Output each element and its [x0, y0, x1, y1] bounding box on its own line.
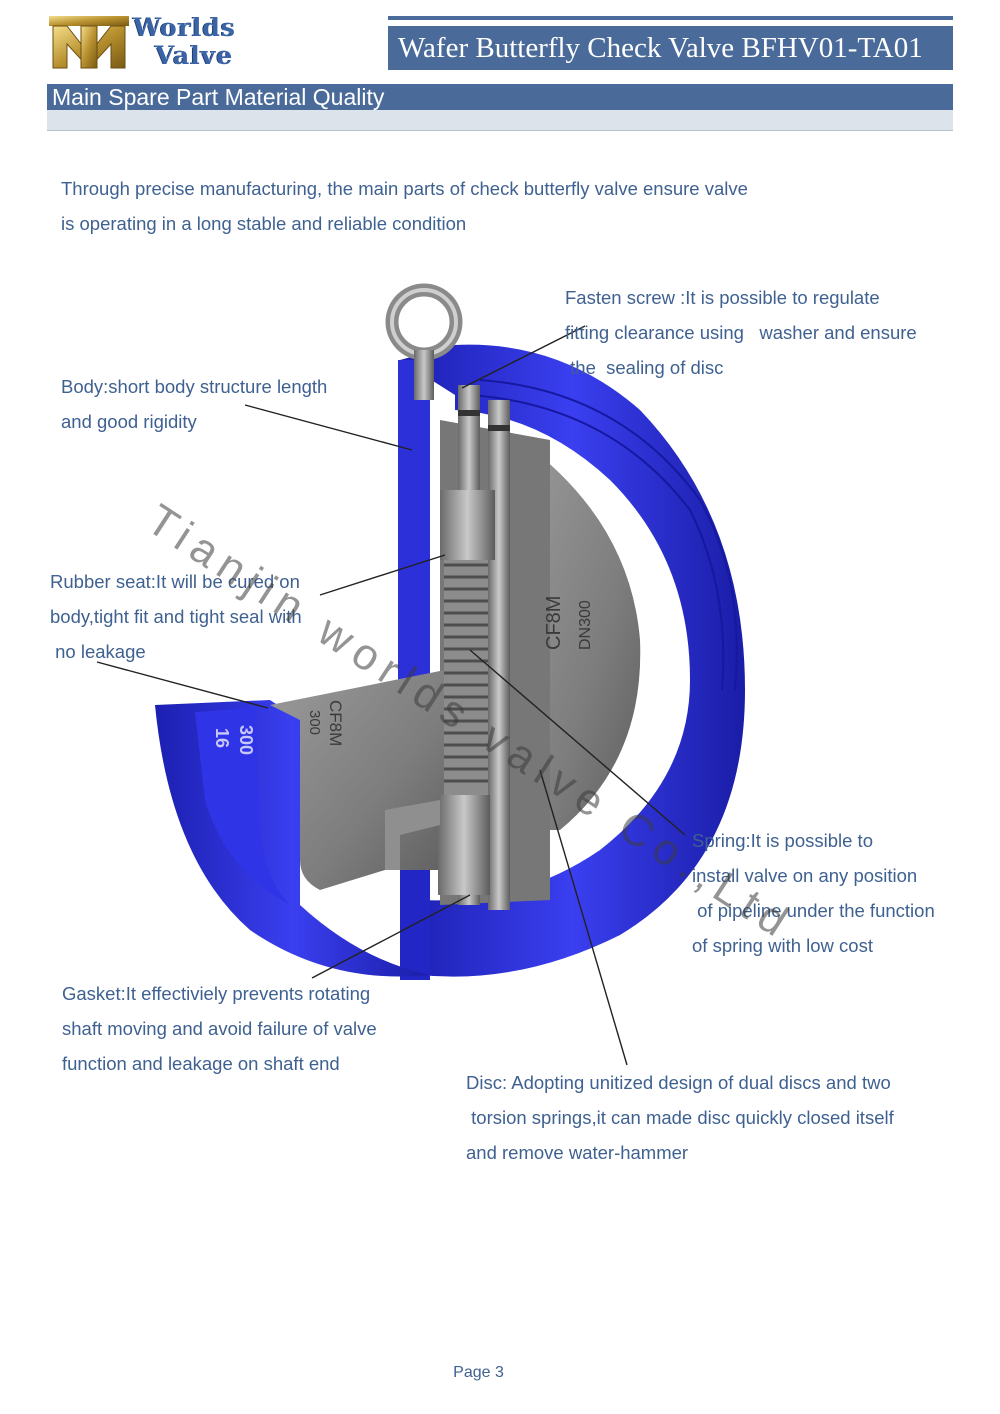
company-logo: Worlds Valve — [45, 14, 275, 74]
logo-wordmark: Worlds Valve — [133, 14, 236, 70]
disc-mark-right-1: CF8M — [543, 596, 565, 650]
logo-line-1: Worlds — [133, 13, 236, 42]
callout-line: fitting clearance using washer and ensur… — [565, 322, 917, 343]
callout-body: Body:short body structure length and goo… — [61, 369, 327, 439]
page-number: Page 3 — [453, 1364, 504, 1381]
title-rule — [388, 16, 953, 20]
leader-gasket — [311, 894, 471, 979]
callout-line: and good rigidity — [61, 411, 197, 432]
callout-fasten-screw: Fasten screw :It is possible to regulate… — [565, 280, 917, 385]
disc-mark-left-1: CF8M — [326, 700, 345, 746]
section-underband — [47, 110, 953, 131]
callout-leader-lines — [96, 325, 686, 1066]
logo-m-icon — [49, 16, 129, 69]
leader-fasten — [461, 325, 586, 389]
body-mark-2: 16 — [212, 728, 232, 748]
leader-spring — [469, 649, 686, 836]
callout-line: Gasket:It effectiviely prevents rotating — [62, 983, 371, 1004]
callout-line: Disc: Adopting unitized design of dual d… — [466, 1072, 891, 1093]
callout-line: Rubber seat:It will be cured on — [50, 571, 300, 592]
callout-line: of spring with low cost — [692, 935, 873, 956]
body-mark-1: 300 — [236, 725, 256, 755]
callout-line: body,tight fit and tight seal with — [50, 606, 302, 627]
callout-rubber-seat: Rubber seat:It will be cured on body,tig… — [50, 564, 302, 669]
callout-line: install valve on any position — [692, 865, 918, 886]
callout-line: torsion springs,it can made disc quickly… — [466, 1107, 894, 1128]
callout-line: of pipeline under the function — [692, 900, 935, 921]
callout-line: Body:short body structure length — [61, 376, 328, 397]
document-title: Wafer Butterfly Check Valve BFHV01-TA01 — [388, 26, 953, 70]
leader-disc — [539, 769, 628, 1066]
disc-mark-right-2: DN300 — [577, 600, 594, 650]
leader-rubber-top — [319, 554, 446, 596]
callout-spring: Spring:It is possible to install valve o… — [692, 823, 935, 963]
intro-paragraph: Through precise manufacturing, the main … — [61, 171, 748, 241]
torsion-spring — [385, 490, 495, 895]
callout-line: shaft moving and avoid failure of valve — [62, 1018, 377, 1039]
callout-gasket: Gasket:It effectiviely prevents rotating… — [62, 976, 377, 1081]
callout-line: no leakage — [50, 641, 146, 662]
callout-line: and remove water-hammer — [466, 1142, 689, 1163]
valve-disc-left: CF8M 300 300 16 — [212, 670, 445, 890]
callout-disc: Disc: Adopting unitized design of dual d… — [466, 1065, 894, 1170]
section-heading: Main Spare Part Material Quality — [47, 84, 953, 110]
intro-line: is operating in a long stable and reliab… — [61, 213, 467, 234]
intro-line: Through precise manufacturing, the main … — [61, 178, 748, 199]
callout-line: function and leakage on shaft end — [62, 1053, 340, 1074]
disc-mark-left-2: 300 — [306, 710, 323, 735]
logo-line-2: Valve — [155, 41, 234, 70]
callout-line: Spring:It is possible to — [692, 830, 873, 851]
eye-bolt — [385, 283, 463, 400]
callout-line: Fasten screw :It is possible to regulate — [565, 287, 880, 308]
leader-rubber-bottom — [96, 661, 269, 709]
callout-line: the sealing of disc — [565, 357, 724, 378]
leader-body — [244, 404, 413, 451]
